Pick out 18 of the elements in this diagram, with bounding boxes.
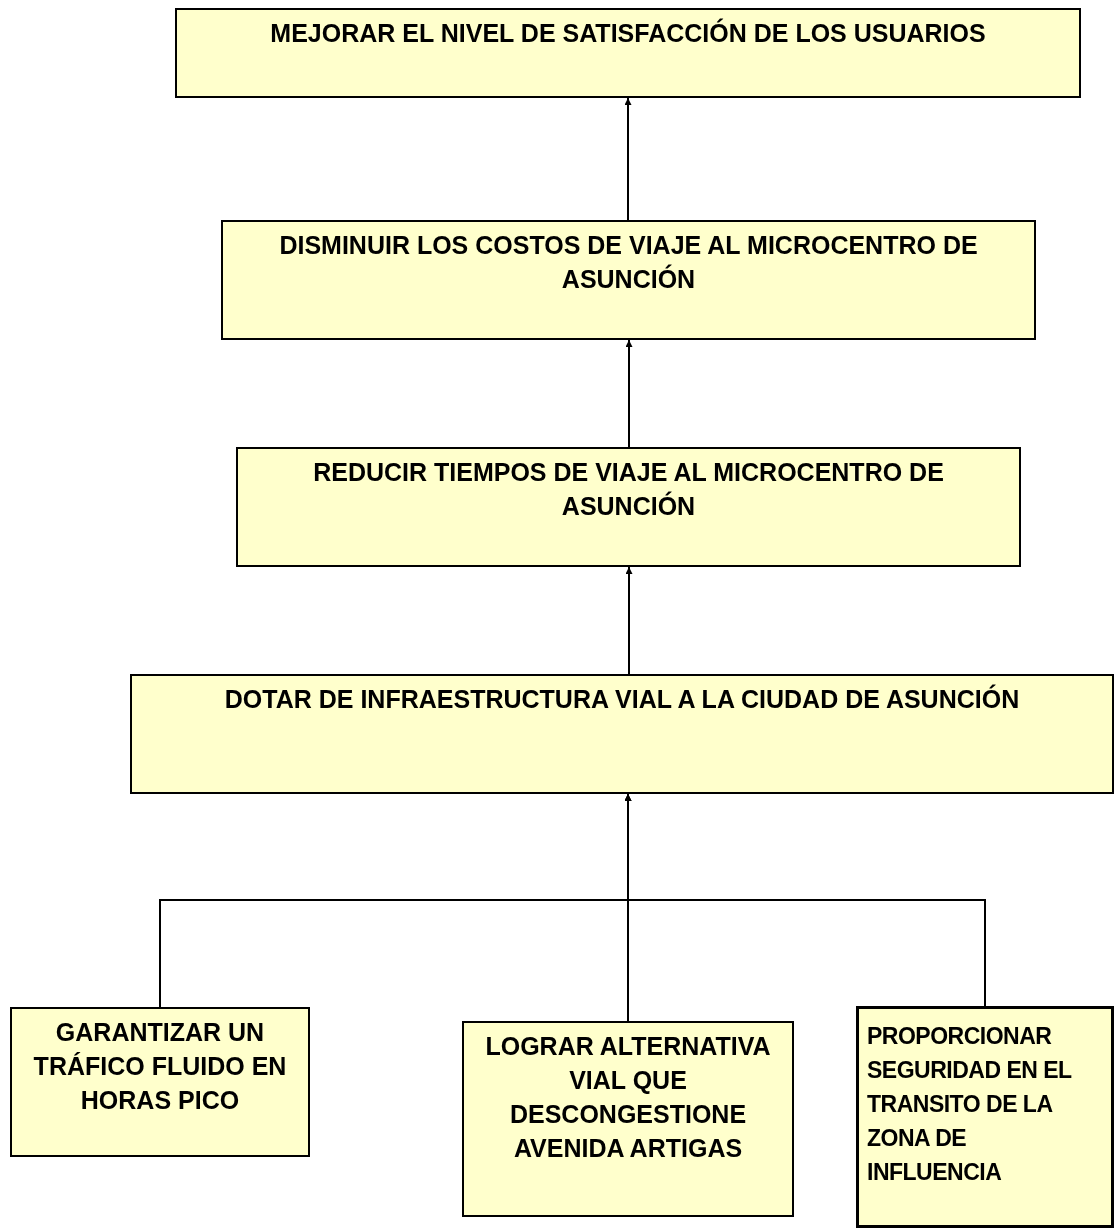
arrow xyxy=(625,566,633,675)
objective-text: REDUCIR TIEMPOS DE VIAJE AL MICROCENTRO DE ASUNCIÓN xyxy=(312,457,945,522)
arrow xyxy=(624,793,986,1007)
arrow xyxy=(625,339,633,448)
objective-box xyxy=(462,1021,794,1217)
objective-box xyxy=(175,8,1081,98)
objective-text: GARANTIZAR UN TRÁFICO FLUIDO EN HORAS PICO xyxy=(32,1017,288,1116)
arrow xyxy=(624,97,632,221)
objective-box xyxy=(221,220,1036,340)
objective-box xyxy=(10,1007,310,1157)
objective-text: DISMINUIR LOS COSTOS DE VIAJE AL MICROCENTRO DE ASUNCIÓN xyxy=(278,230,979,295)
objective-text: DOTAR DE INFRAESTRUCTURA VIAL A LA CIUDAD DE ASUNCIÓN xyxy=(223,683,1021,715)
objective-box xyxy=(856,1006,1114,1228)
objective-text: LOGRAR ALTERNATIVA VIAL QUE DESCONGESTIONE AVENIDA ARTIGAS xyxy=(484,1031,772,1164)
objective-text: MEJORAR EL NIVEL DE SATISFACCIÓN DE LOS USUARIOS xyxy=(269,17,987,49)
objective-box xyxy=(130,674,1114,794)
objective-text: PROPORCIONAR SEGURIDAD EN EL TRANSITO DE LA ZONA DE INFLUENCIA xyxy=(867,1022,1073,1187)
objective-box xyxy=(236,447,1021,567)
